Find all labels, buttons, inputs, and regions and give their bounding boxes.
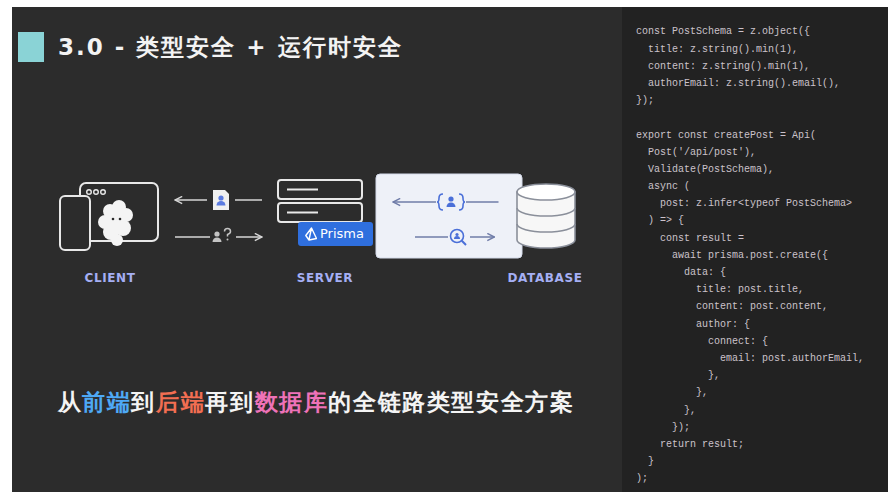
code-line: Post('/api/post'),	[636, 144, 886, 161]
code-line: },	[636, 384, 886, 401]
tier-label: SERVER	[297, 270, 353, 286]
client-icon	[60, 183, 158, 250]
client-node: CLIENT	[52, 176, 168, 286]
caption-text: 再到	[205, 389, 254, 415]
caption-text: 到	[131, 389, 156, 415]
code-line: title: z.string().min(1),	[636, 41, 886, 58]
server-icon	[278, 180, 362, 222]
code-line: authorEmail: z.string().email(),	[636, 75, 886, 92]
code-line: const PostSchema = z.object({	[636, 23, 886, 40]
code-line: return result;	[636, 436, 886, 453]
code-line: connect: {	[636, 333, 886, 350]
code-line: Validate(PostSchema),	[636, 161, 886, 178]
title-wrap: 3.0 - 类型安全 + 运行时安全	[58, 32, 403, 62]
badge-label: Prisma	[320, 226, 364, 242]
code-line: email: post.authorEmail,	[636, 350, 886, 367]
document-icon	[207, 186, 235, 214]
code-line: title: post.title,	[636, 281, 886, 298]
tier-label: DATABASE	[508, 270, 583, 286]
query-icon	[448, 227, 470, 248]
code-line: async (	[636, 178, 886, 195]
code-line: });	[636, 92, 886, 109]
code-line: },	[636, 402, 886, 419]
caption-text: 前端	[82, 389, 131, 415]
code-line: },	[636, 367, 886, 384]
code-line: export const createPost = Api(	[636, 127, 886, 144]
code-line: post: z.infer<typeof PostSchema>	[636, 195, 886, 212]
code-line: content: post.content,	[636, 298, 886, 315]
code-line: content: z.string().min(1),	[636, 58, 886, 75]
orm-panel	[376, 174, 522, 258]
code-line: await prisma.post.create({	[636, 247, 886, 264]
caption-text: 数据库	[255, 389, 329, 415]
slide-title: 3.0 - 类型安全 + 运行时安全	[58, 32, 403, 62]
caption-text: 后端	[156, 389, 205, 415]
server-node: SERVER Prisma	[275, 176, 375, 286]
caption-text: 从	[58, 389, 83, 415]
code-block: const PostSchema = z.object({title: z.st…	[636, 23, 886, 487]
code-line: });	[636, 419, 886, 436]
prisma-logo-shape	[306, 228, 317, 240]
code-line: );	[636, 470, 886, 487]
prisma-logo	[305, 227, 317, 241]
code-line: data: {	[636, 264, 886, 281]
prisma-badge: Prisma	[298, 222, 373, 246]
code-line: ) => {	[636, 212, 886, 229]
caption-text: 的全链路类型安全方案	[328, 389, 574, 415]
unknown-user-icon	[210, 226, 236, 248]
title-marker	[18, 32, 44, 62]
tier-label: CLIENT	[85, 270, 136, 286]
code-line: author: {	[636, 316, 886, 333]
database-icon	[517, 184, 575, 248]
database-node: DATABASE	[505, 176, 586, 286]
code-line: }	[636, 453, 886, 470]
caption-line: 从前端到后端再到数据库的全链路类型安全方案	[12, 388, 620, 416]
code-line: const result =	[636, 230, 886, 247]
typed-data-icon	[436, 192, 466, 212]
